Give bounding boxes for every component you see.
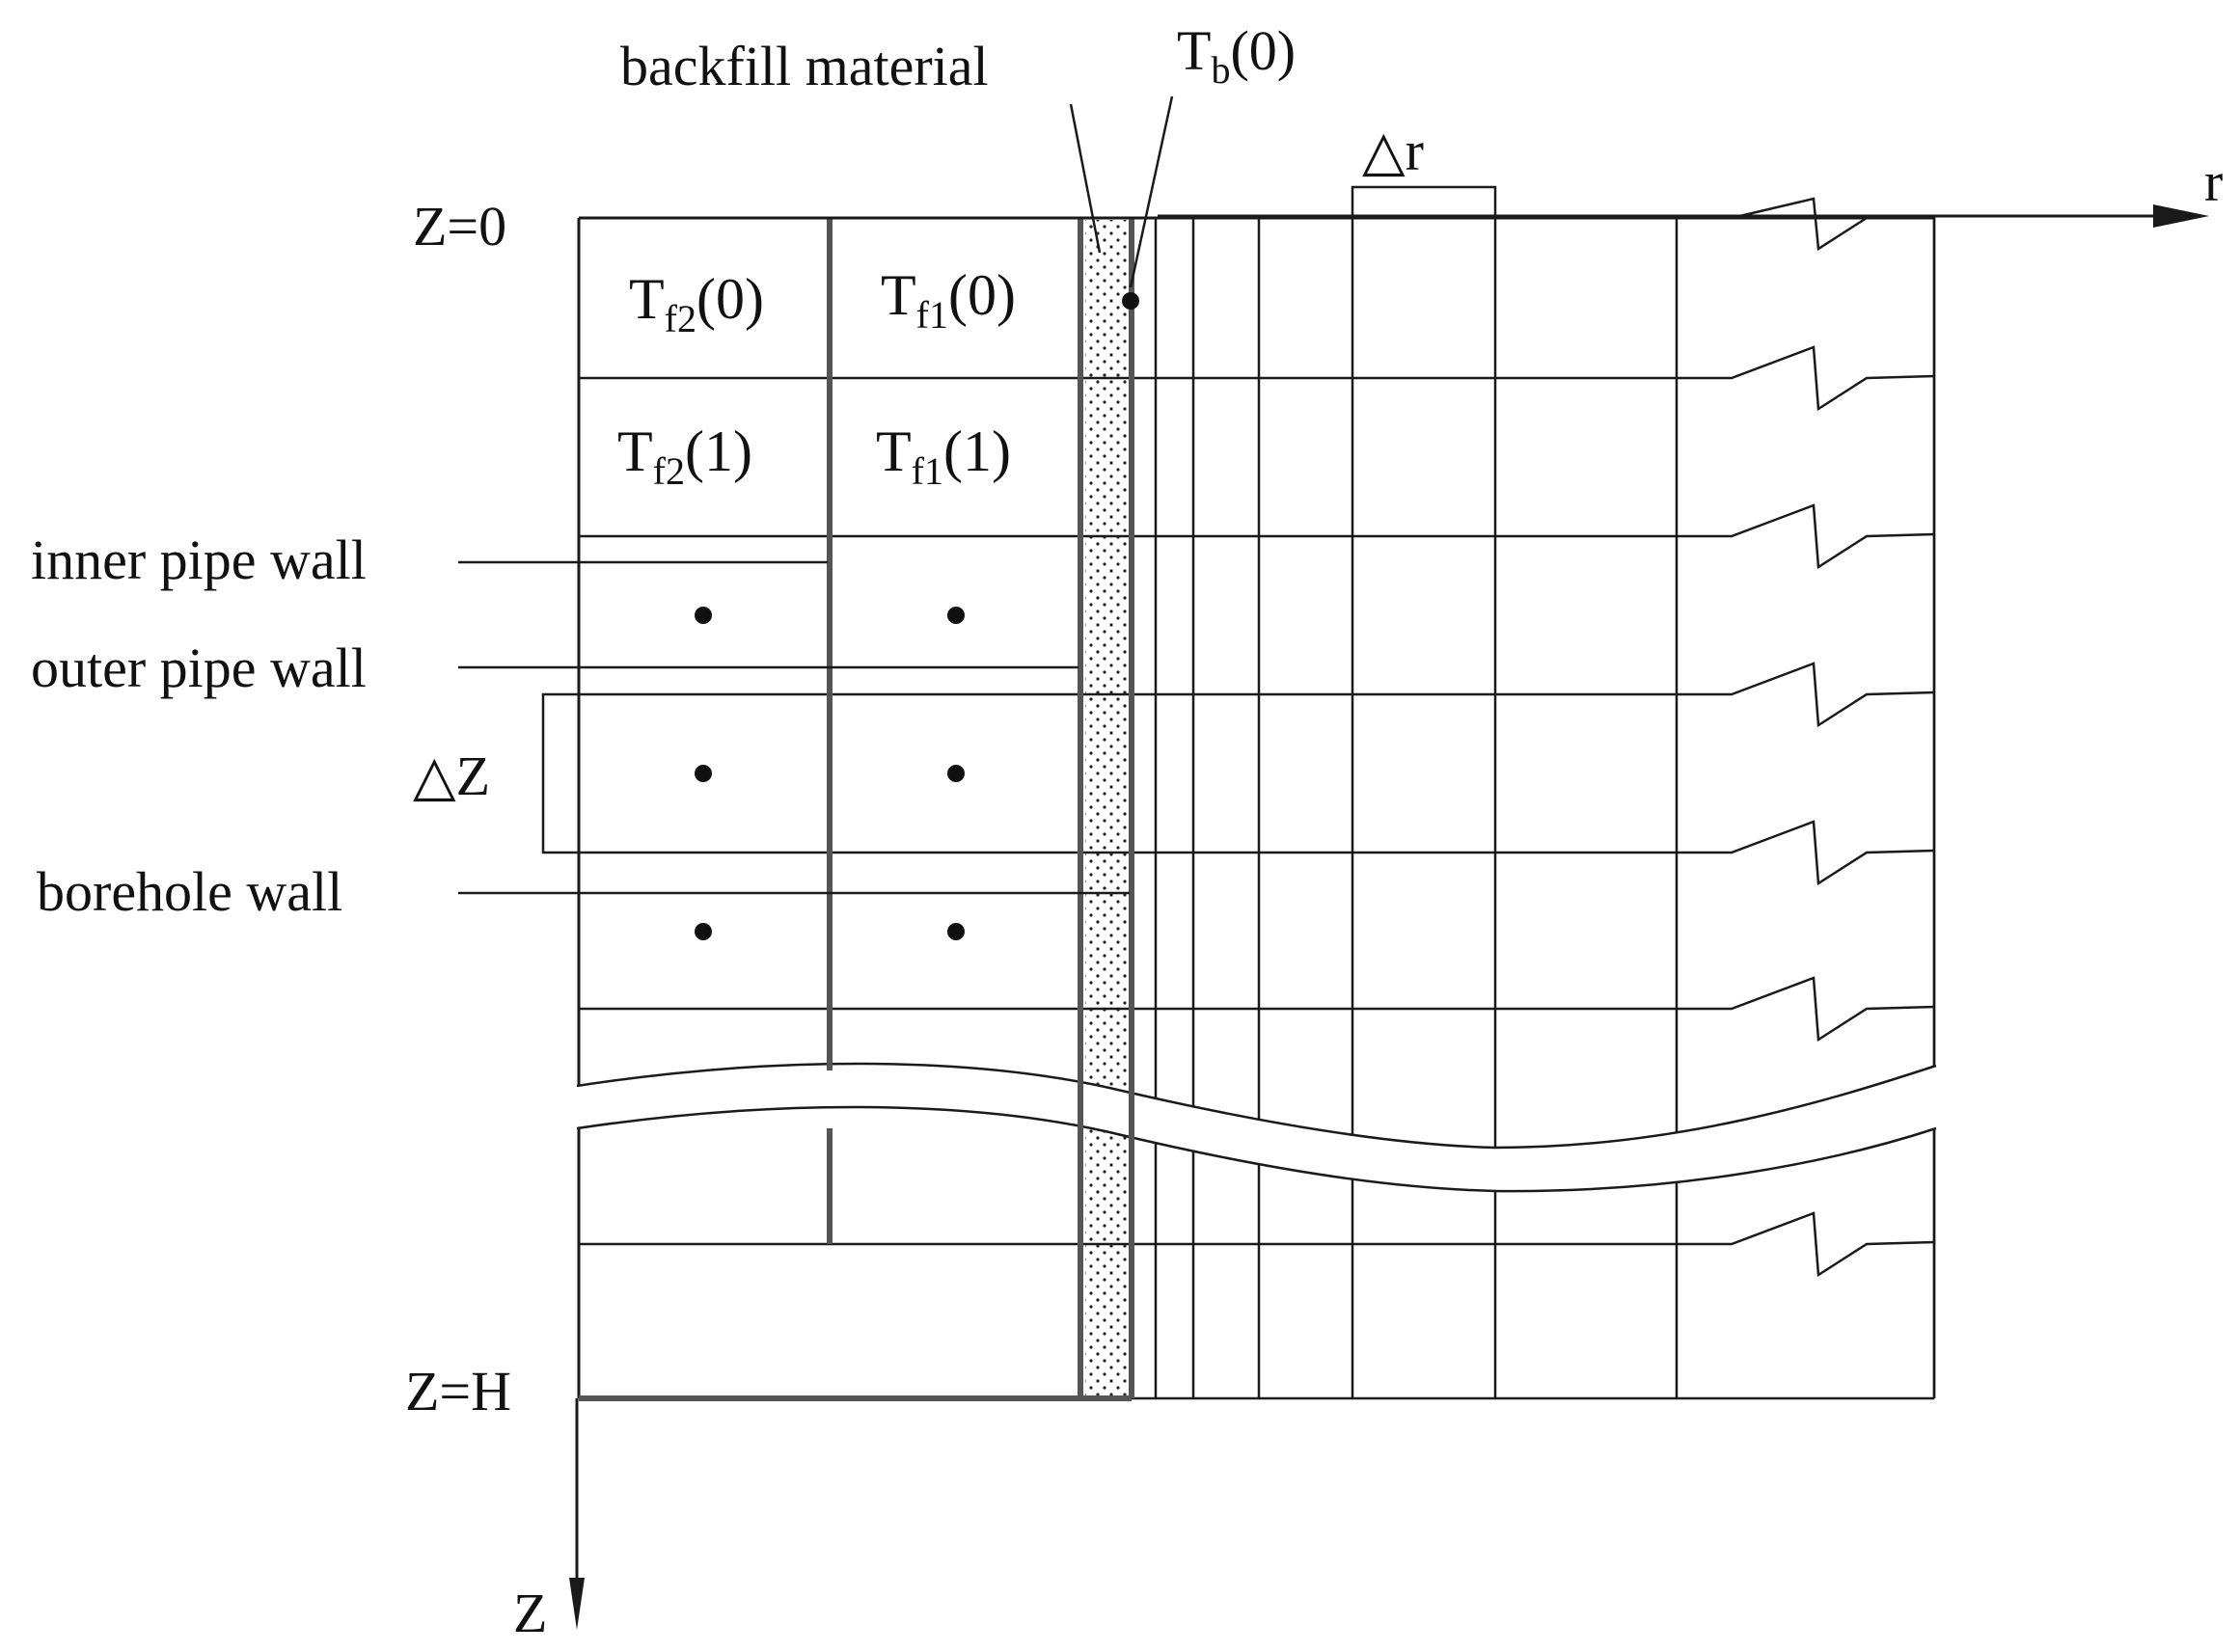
pipe-walls — [579, 218, 1134, 1401]
outer-pipe-wall-label: outer pipe wall — [31, 636, 367, 699]
horizontal-grid-lines — [579, 197, 1936, 1400]
z0-label: Z=0 — [413, 195, 506, 257]
cell-label-tf1-1: Tf1(1) — [876, 420, 1011, 493]
zh-label: Z=H — [405, 1360, 511, 1422]
z-axis-label: Z — [513, 1582, 547, 1644]
delta-r-bracket — [1351, 185, 1497, 218]
cell-label-tf2-1: Tf2(1) — [617, 420, 752, 493]
node-points — [695, 292, 1139, 940]
node-point — [1122, 292, 1139, 310]
z-axis-arrowhead — [569, 1578, 585, 1630]
node-point — [695, 923, 712, 940]
node-point — [947, 923, 965, 940]
node-point — [695, 765, 712, 782]
tb-label: Tb(0) — [1177, 19, 1296, 92]
tb-leader — [1129, 95, 1174, 288]
break-band-fill — [577, 1063, 1936, 1192]
node-point — [947, 607, 965, 624]
inner-pipe-wall-label: inner pipe wall — [31, 528, 367, 591]
leader-lines — [458, 95, 1174, 895]
node-point — [695, 607, 712, 624]
backfill-column — [1085, 220, 1131, 1398]
delta-z-label: △Z — [413, 745, 490, 807]
r-axis-label: r — [2204, 150, 2223, 213]
delta-z-bracket — [541, 692, 579, 854]
backfill-material-label: backfill material — [620, 35, 989, 97]
break-band-lower — [576, 1105, 1937, 1193]
node-point — [947, 765, 965, 782]
delta-r-label: △r — [1362, 120, 1424, 182]
r-axis-arrowhead — [2153, 204, 2209, 228]
cell-label-tf2-0: Tf2(0) — [629, 267, 764, 340]
backfill-leader — [1069, 103, 1102, 254]
break-band-upper — [576, 1062, 1937, 1150]
cell-label-tf1-0: Tf1(0) — [881, 263, 1016, 337]
borehole-wall-label: borehole wall — [37, 860, 342, 923]
